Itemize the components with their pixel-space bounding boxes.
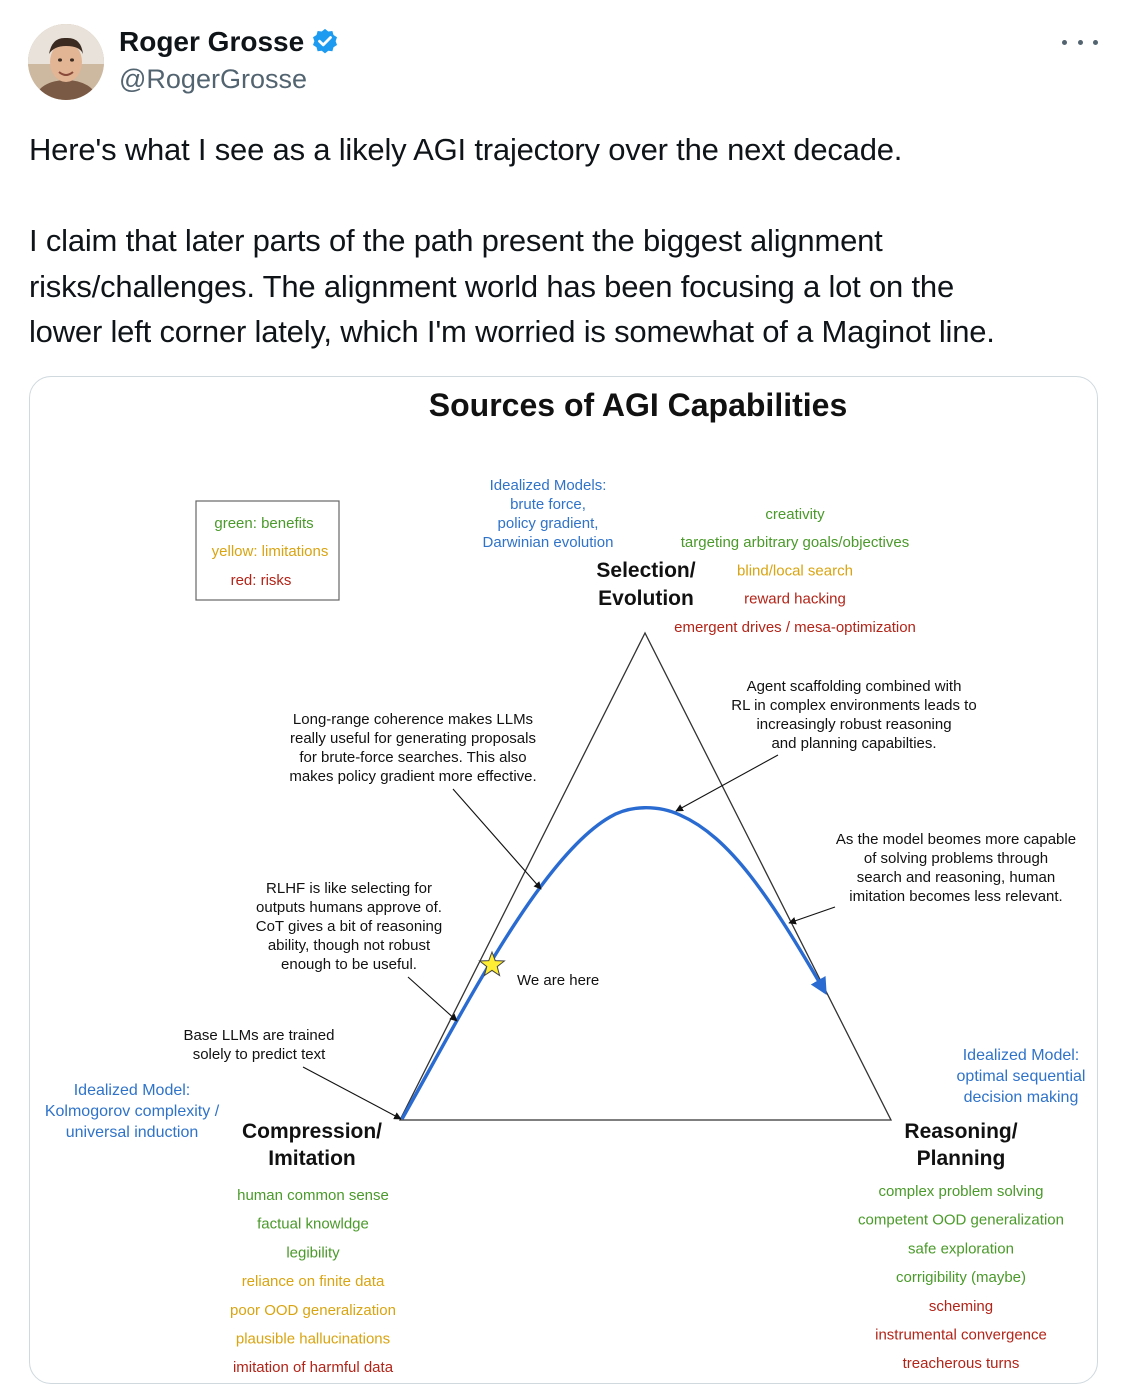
annotation-scaffolding: and planning capabilties. [771, 735, 936, 752]
annotation-longrange: for brute-force searches. This also [299, 749, 526, 766]
annotation-rlhf: ability, though not robust [268, 937, 431, 954]
left-trait-item: reliance on finite data [242, 1273, 385, 1290]
annotation-model-capable: As the model beomes more capable [836, 831, 1076, 848]
diagram-title: Sources of AGI Capabilities [429, 387, 847, 423]
left-trait-item: plausible hallucinations [236, 1331, 390, 1348]
annotation-scaffolding: RL in complex environments leads to [731, 697, 976, 714]
user-handle[interactable]: @RogerGrosse [119, 64, 307, 94]
left-trait-item: imitation of harmful data [233, 1359, 394, 1376]
left-trait-item: poor OOD generalization [230, 1302, 396, 1319]
vertex-label-right: Reasoning/ [904, 1120, 1017, 1143]
vertex-label-right: Planning [917, 1147, 1006, 1170]
annotation-longrange: really useful for generating proposals [290, 730, 536, 747]
right-trait-item: safe exploration [908, 1240, 1014, 1257]
legend-benefits: green: benefits [214, 515, 313, 532]
annotation-model-capable: imitation becomes less relevant. [849, 888, 1062, 905]
arrow-rlhf [407, 976, 458, 1022]
top-trait-item: creativity [765, 506, 825, 523]
display-name[interactable]: Roger Grosse [119, 26, 305, 57]
top-trait-list: creativity targeting arbitrary goals/obje… [674, 506, 916, 636]
annotation-model-capable: search and reasoning, human [857, 869, 1055, 886]
top-trait-item: emergent drives / mesa-optimization [674, 619, 916, 636]
trajectory-curve [400, 806, 827, 1120]
right-trait-item: treacherous turns [903, 1355, 1020, 1372]
annotation-scaffolding: Agent scaffolding combined with [747, 678, 962, 695]
annotation-base-llms: Base LLMs are trained [184, 1027, 335, 1044]
vertex-label-top: Evolution [598, 587, 694, 610]
top-trait-item: reward hacking [744, 591, 846, 608]
annotation-base-llms: solely to predict text [193, 1046, 326, 1063]
tweet-media-image[interactable]: Sources of AGI Capabilities green: benef… [29, 376, 1098, 1384]
annotation-scaffolding: increasingly robust reasoning [756, 716, 951, 733]
arrow-model-capable [788, 906, 836, 925]
right-trait-list: complex problem solving competent OOD gen… [858, 1183, 1064, 1372]
legend-box [195, 500, 340, 601]
right-trait-item: instrumental convergence [875, 1327, 1047, 1344]
right-trait-item: corrigibility (maybe) [896, 1269, 1026, 1286]
idealized-left: universal induction [66, 1124, 199, 1141]
vertex-label-left: Imitation [268, 1147, 356, 1170]
left-trait-list: human common sense factual knowldge legibi… [230, 1187, 396, 1376]
right-trait-item: complex problem solving [878, 1183, 1043, 1200]
left-trait-item: legibility [286, 1244, 340, 1261]
we-are-here-star-icon [478, 950, 506, 977]
annotation-model-capable: of solving problems through [864, 850, 1048, 867]
capability-triangle [398, 631, 893, 1121]
arrow-longrange [452, 788, 542, 890]
avatar[interactable] [28, 24, 104, 100]
annotation-rlhf: CoT gives a bit of reasoning [256, 918, 443, 935]
idealized-top: policy gradient, [498, 515, 599, 532]
annotation-rlhf: enough to be useful. [281, 956, 417, 973]
annotation-longrange: makes policy gradient more effective. [289, 768, 536, 785]
vertex-label-left: Compression/ [242, 1120, 382, 1143]
idealized-right: optimal sequential [957, 1068, 1086, 1085]
right-trait-item: competent OOD generalization [858, 1212, 1064, 1229]
tweet-text: Here's what I see as a likely AGI trajec… [29, 127, 1109, 355]
idealized-right: Idealized Model: [963, 1047, 1080, 1064]
avatar-photo [28, 24, 104, 100]
annotation-longrange: Long-range coherence makes LLMs [293, 711, 533, 728]
idealized-left: Kolmogorov complexity / [45, 1103, 220, 1120]
idealized-top: brute force, [510, 496, 586, 513]
top-trait-item: targeting arbitrary goals/objectives [681, 534, 909, 551]
right-trait-item: scheming [929, 1298, 993, 1315]
idealized-top: Idealized Models: [490, 477, 607, 494]
left-trait-item: human common sense [237, 1187, 389, 1204]
arrow-base-llms [302, 1066, 402, 1120]
tweet-line: lower left corner lately, which I'm worr… [29, 314, 995, 349]
idealized-left: Idealized Model: [74, 1082, 191, 1099]
agi-capabilities-diagram: Sources of AGI Capabilities green: benef… [45, 387, 1086, 1376]
tweet-line: risks/challenges. The alignment world ha… [29, 268, 954, 304]
verified-badge-icon [310, 27, 340, 57]
annotation-rlhf: outputs humans approve of. [256, 899, 442, 916]
top-trait-item: blind/local search [737, 562, 853, 579]
idealized-top: Darwinian evolution [483, 534, 614, 551]
legend-limitations: yellow: limitations [212, 543, 329, 560]
vertex-label-top: Selection/ [596, 559, 695, 582]
annotation-rlhf: RLHF is like selecting for [266, 880, 432, 897]
arrow-scaffolding [675, 754, 779, 812]
more-options-icon[interactable] [1062, 30, 1098, 54]
we-are-here-label: We are here [517, 972, 599, 989]
tweet-line: I claim that later parts of the path pre… [29, 223, 883, 258]
tweet-paragraph: I claim that later parts of the path pre… [29, 218, 1109, 355]
left-trait-item: factual knowldge [257, 1216, 369, 1233]
idealized-right: decision making [964, 1089, 1079, 1106]
tweet-paragraph: Here's what I see as a likely AGI trajec… [29, 132, 903, 167]
legend-risks: red: risks [231, 572, 292, 589]
